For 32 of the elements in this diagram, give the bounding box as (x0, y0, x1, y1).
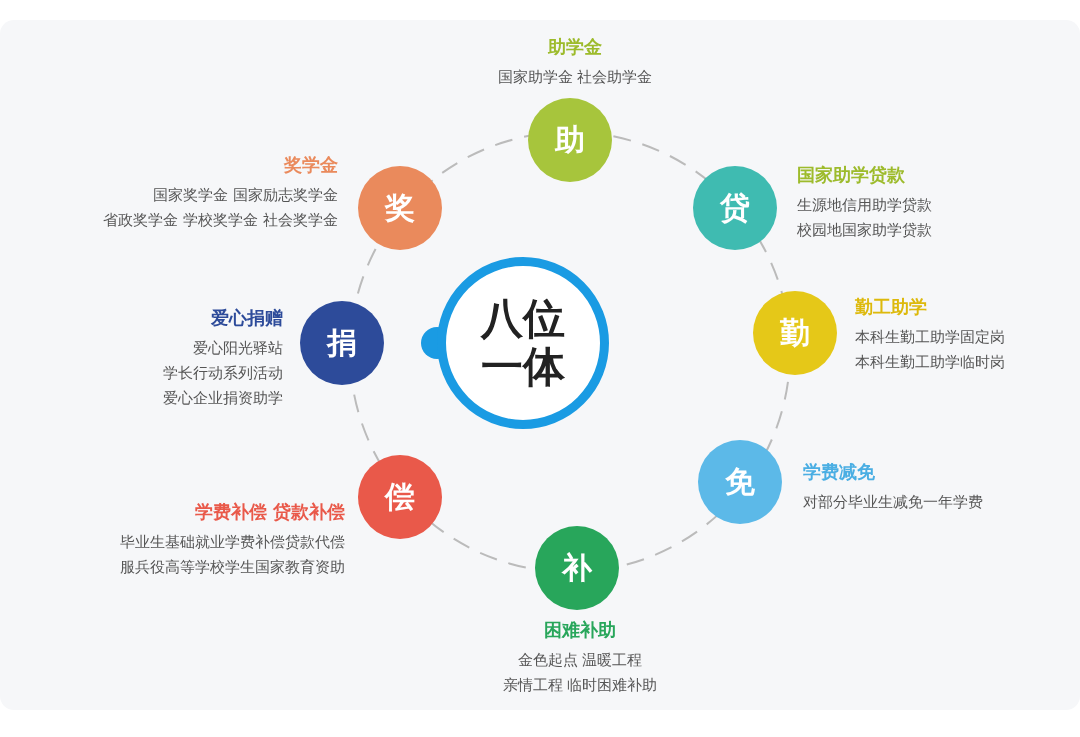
category-heading: 爱心捐赠 (210, 306, 283, 330)
category-heading: 学费补偿 贷款补偿 (193, 500, 345, 524)
category-character: 贷 (720, 193, 750, 223)
category-character: 补 (562, 553, 592, 583)
category-heading: 奖学金 (283, 153, 338, 177)
category-heading: 困难补助 (543, 618, 617, 642)
category-item: 爱心企业捐资助学 (163, 388, 283, 409)
category-item: 省政奖学金 学校奖学金 社会奖学金 (103, 210, 338, 231)
center-title: 八位一体 (479, 294, 566, 392)
category-character: 偿 (385, 482, 415, 512)
category-heading: 国家助学贷款 (797, 163, 906, 187)
category-item: 校园地国家助学贷款 (797, 220, 932, 241)
category-item: 本科生勤工助学临时岗 (855, 352, 1005, 373)
category-item: 生源地信用助学贷款 (797, 195, 932, 216)
category-character: 助 (555, 125, 585, 155)
category-character: 捐 (327, 328, 357, 358)
category-item: 服兵役高等学校学生国家教育资助 (120, 557, 345, 578)
category-character: 奖 (385, 193, 415, 223)
category-item: 学长行动系列活动 (163, 363, 283, 384)
category-heading: 学费减免 (803, 460, 876, 484)
category-heading: 勤工助学 (855, 295, 928, 319)
category-character: 勤 (780, 318, 810, 348)
category-item: 国家奖学金 国家励志奖学金 (152, 185, 338, 206)
category-item: 国家助学金 社会助学金 (496, 67, 654, 88)
category-item: 爱心阳光驿站 (192, 338, 283, 359)
category-character: 免 (725, 467, 755, 497)
category-item: 亲情工程 临时困难补助 (501, 675, 659, 696)
category-item: 金色起点 温暖工程 (516, 650, 644, 671)
category-item: 本科生勤工助学固定岗 (855, 327, 1005, 348)
category-item: 毕业生基础就业学费补偿贷款代偿 (120, 532, 345, 553)
category-item: 对部分毕业生减免一年学费 (803, 492, 983, 513)
category-heading: 助学金 (547, 35, 603, 59)
